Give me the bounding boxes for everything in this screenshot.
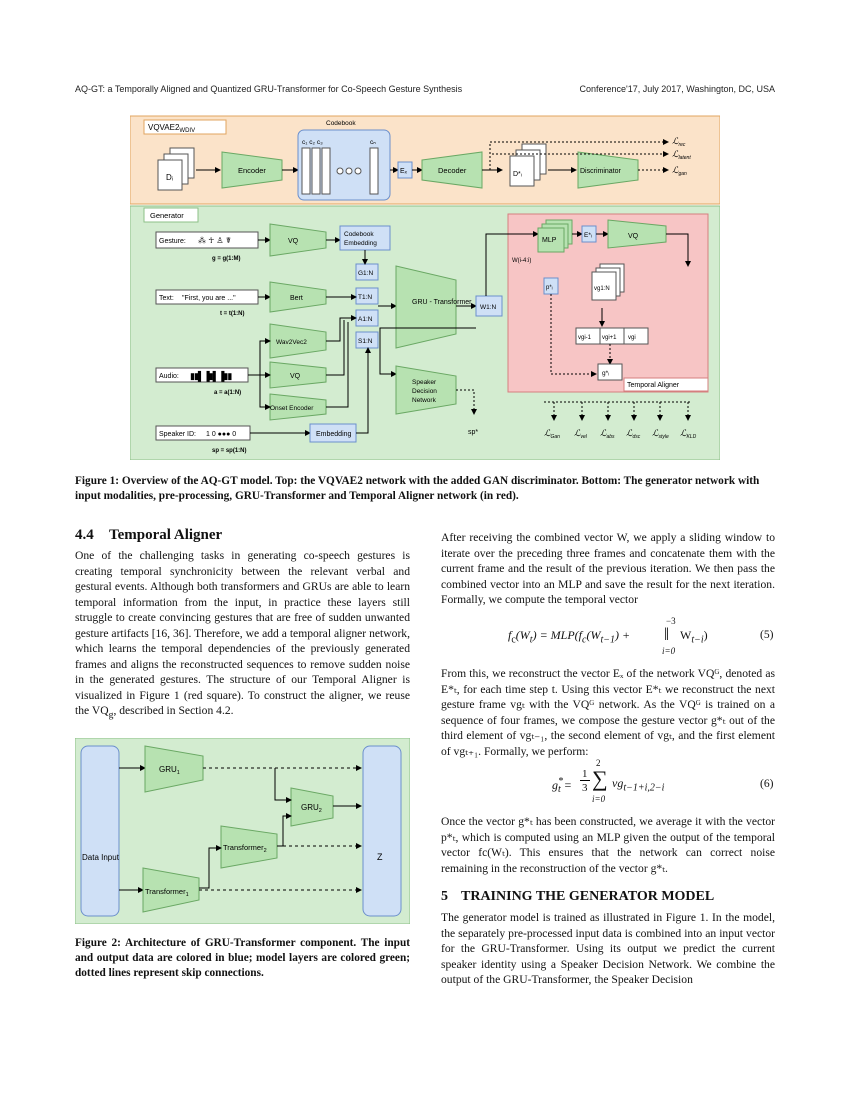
svg-text:1 0 ●●● 0: 1 0 ●●● 0 xyxy=(206,431,236,438)
svg-text:Codebook: Codebook xyxy=(326,120,356,127)
svg-text:Embedding: Embedding xyxy=(344,240,377,247)
svg-text:GRU2: GRU2 xyxy=(301,803,322,814)
svg-text:W(i-4:i): W(i-4:i) xyxy=(512,258,531,264)
encoder-label: Encoder xyxy=(238,166,266,175)
figure-2-caption: Figure 2: Architecture of GRU-Transforme… xyxy=(75,937,410,979)
svg-text:Text:: Text: xyxy=(159,295,174,302)
svg-text:Onset Encoder: Onset Encoder xyxy=(270,405,314,412)
figure-1-diagram: VQVAE2WDIV Dᵢ Encoder Codebook c₁ c₂ c₃ … xyxy=(130,114,720,460)
equation-6-number: (6) xyxy=(760,777,774,790)
svg-text:▮▮▌▐▮▌▐▮▮: ▮▮▌▐▮▌▐▮▮ xyxy=(190,370,232,382)
svg-text:GRU - Transformer: GRU - Transformer xyxy=(412,299,472,306)
svg-text:sp = sp(1:N): sp = sp(1:N) xyxy=(212,448,247,454)
svg-text:Discriminator: Discriminator xyxy=(580,168,622,175)
di-label: Dᵢ xyxy=(166,173,173,182)
svg-text:Embedding: Embedding xyxy=(316,431,352,438)
right-para-1: After receiving the combined vector W, w… xyxy=(441,531,775,606)
svg-text:GRU1: GRU1 xyxy=(159,765,180,776)
svg-text:E*ᵢ: E*ᵢ xyxy=(584,232,592,239)
svg-text:Decoder: Decoder xyxy=(438,166,467,175)
svg-text:W1:N: W1:N xyxy=(480,304,497,311)
section-4-4-text: One of the challenging tasks in generati… xyxy=(75,549,410,721)
svg-text:vgi+1: vgi+1 xyxy=(602,335,617,341)
svg-text:g*ᵢ: g*ᵢ xyxy=(602,370,609,377)
svg-text:Network: Network xyxy=(412,397,437,404)
svg-text:cₙ: cₙ xyxy=(370,139,376,146)
svg-text:G1:N: G1:N xyxy=(358,270,373,277)
svg-text:Speaker ID:: Speaker ID: xyxy=(159,431,196,438)
z-label: Z xyxy=(377,852,383,862)
figure-1-caption: Figure 1: Overview of the AQ-GT model. T… xyxy=(75,475,760,502)
svg-text:g = g(1:M): g = g(1:M) xyxy=(212,256,241,262)
svg-text:Decision: Decision xyxy=(412,388,437,395)
data-input-label: Data Input xyxy=(82,853,120,862)
svg-text:Gesture:: Gesture: xyxy=(159,238,186,245)
svg-text:Wav2Vec2: Wav2Vec2 xyxy=(276,339,307,346)
svg-text:Transformer2: Transformer2 xyxy=(223,843,267,854)
svg-text:sp*: sp* xyxy=(468,429,478,436)
svg-text:vg1:N: vg1:N xyxy=(594,286,610,292)
svg-text:VQ: VQ xyxy=(288,238,299,245)
svg-text:a = a(1:N): a = a(1:N) xyxy=(214,390,241,396)
svg-text:vgi: vgi xyxy=(628,335,636,341)
running-header-venue: Conference'17, July 2017, Washington, DC… xyxy=(579,84,776,94)
svg-text:Temporal Aligner: Temporal Aligner xyxy=(627,382,680,389)
svg-text:"First, you are ...": "First, you are ..." xyxy=(182,295,236,302)
svg-text:Speaker: Speaker xyxy=(412,379,437,386)
svg-text:Transformer1: Transformer1 xyxy=(145,887,189,898)
svg-text:⁂ ☥ ♙ ☤: ⁂ ☥ ♙ ☤ xyxy=(198,236,231,245)
svg-text:A1:N: A1:N xyxy=(358,316,373,323)
svg-text:S1:N: S1:N xyxy=(358,338,373,345)
right-para-3: Once the vector g*ₜ has been constructed… xyxy=(441,815,775,875)
figure-2-diagram: Data Input Z GRU1 GRU2 Transformer2 Tran… xyxy=(75,738,410,924)
svg-text:VQ: VQ xyxy=(628,233,639,240)
equation-5-number: (5) xyxy=(760,628,774,641)
svg-text:Codebook: Codebook xyxy=(344,231,374,238)
svg-text:t = t(1:N): t = t(1:N) xyxy=(220,311,245,317)
svg-text:D*ᵢ: D*ᵢ xyxy=(513,171,522,178)
right-para-2: From this, we reconstruct the vector Eₓ … xyxy=(441,667,775,758)
vqvae2-label: VQVAE2WDIV xyxy=(148,123,195,134)
svg-text:vgi-1: vgi-1 xyxy=(578,335,592,341)
svg-text:Audio:: Audio: xyxy=(159,373,179,380)
svg-text:VQ: VQ xyxy=(290,373,301,380)
right-para-4: The generator model is trained as illust… xyxy=(441,911,775,986)
svg-text:Eₓ: Eₓ xyxy=(400,168,408,175)
svg-text:T1:N: T1:N xyxy=(358,294,372,301)
svg-text:p*ᵢ: p*ᵢ xyxy=(546,285,553,291)
svg-text:Generator: Generator xyxy=(150,211,184,220)
svg-text:MLP: MLP xyxy=(542,237,557,244)
svg-text:Bert: Bert xyxy=(290,295,303,302)
running-header-title: AQ-GT: a Temporally Aligned and Quantize… xyxy=(75,84,463,94)
svg-text:c₁ c₂ c₃: c₁ c₂ c₃ xyxy=(302,139,323,146)
